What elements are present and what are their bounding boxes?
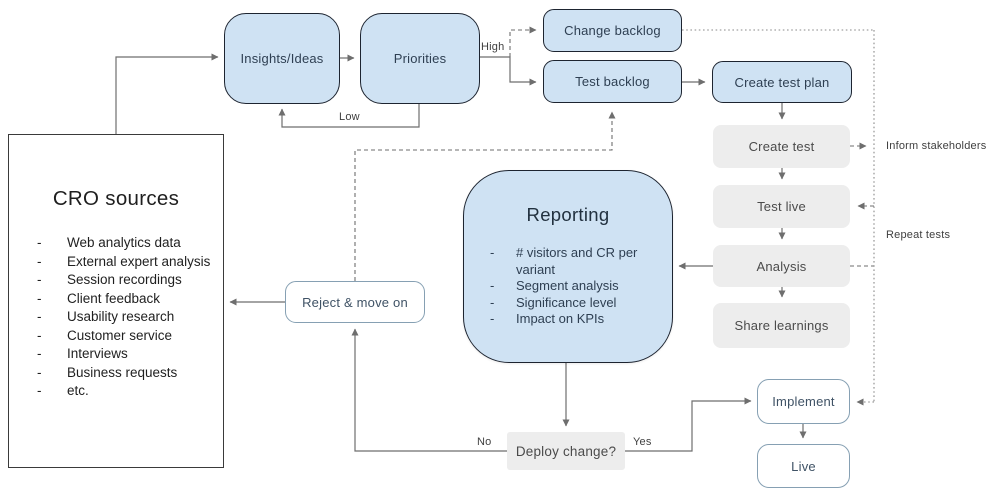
edge-label-high: High (481, 41, 505, 53)
node-share-learnings: Share learnings (713, 303, 850, 348)
list-item-text: Client feedback (67, 290, 161, 306)
edge-label-inform-stakeholders: Inform stakeholders (886, 140, 987, 152)
list-item-text: Web analytics data (67, 235, 181, 250)
list-item-text: Customer service (67, 327, 173, 343)
list-item-bullet: - (37, 364, 42, 380)
node-label: Insights/Ideas (240, 51, 324, 66)
node-analysis: Analysis (713, 245, 850, 287)
node-priorities: Priorities (360, 13, 480, 104)
cro-sources-panel: CRO sources - Web analytics data - External… (8, 134, 224, 468)
list-item: - Business requests (37, 364, 217, 383)
connector-cro-to-insights (115, 53, 219, 134)
list-item-bullet: - (490, 245, 495, 260)
node-label: Live (791, 458, 816, 474)
list-item: - Significance level (490, 295, 658, 312)
list-item-bullet: - (490, 311, 495, 326)
cro-sources-title: CRO sources (52, 187, 180, 210)
list-item-bullet: - (37, 327, 42, 343)
node-label: Share learnings (734, 318, 829, 333)
node-label: Create test (748, 139, 815, 154)
connector-high-to-change-backlog (509, 26, 537, 57)
node-label: Test backlog (575, 74, 650, 89)
list-item-bullet: - (37, 272, 42, 287)
list-item: - Session recordings (37, 271, 217, 290)
list-item-text: Usability research (67, 309, 175, 324)
list-item-text: Segment analysis (516, 278, 619, 293)
reporting-list: - # visitors and CR per variant - Segment a… (464, 245, 672, 328)
edge-label-repeat-tests: Repeat tests (886, 229, 951, 241)
node-reject-move-on: Reject & move on (285, 281, 425, 323)
node-label: Change backlog (564, 23, 661, 38)
list-item-bullet: - (37, 383, 42, 398)
list-item-text: etc. (67, 383, 89, 398)
list-item: - Segment analysis (490, 278, 658, 295)
list-item-bullet: - (37, 346, 42, 361)
node-label: Reject & move on (302, 294, 408, 310)
list-item-bullet: - (490, 294, 495, 310)
list-item-text: External expert analysis (67, 253, 211, 269)
node-insights-ideas: Insights/Ideas (224, 13, 340, 104)
list-item-bullet: - (490, 278, 495, 293)
reporting-title: Reporting (526, 204, 610, 225)
node-label: Deploy change? (515, 443, 617, 459)
list-item: - # visitors and CR per variant (490, 245, 658, 278)
list-item-bullet: - (37, 290, 42, 306)
list-item-text: Business requests (67, 364, 178, 380)
node-test-live: Test live (713, 185, 850, 228)
list-item-bullet: - (37, 253, 42, 269)
list-item: - Client feedback (37, 290, 217, 309)
list-item: - etc. (37, 382, 217, 401)
list-item: - External expert analysis (37, 253, 217, 272)
list-item: - Usability research (37, 308, 217, 327)
node-label: Priorities (393, 51, 447, 66)
edge-label-low: Low (339, 111, 360, 123)
node-label: Create test plan (734, 74, 830, 90)
node-change-backlog: Change backlog (543, 9, 682, 52)
node-live: Live (757, 444, 850, 488)
node-label: Test live (757, 199, 806, 214)
node-create-test-plan: Create test plan (712, 61, 852, 103)
list-item-text: # visitors and CR per variant (516, 245, 638, 277)
node-test-backlog: Test backlog (543, 60, 682, 103)
connector-priorities-to-test-backlog (480, 56, 537, 86)
node-implement: Implement (757, 379, 850, 424)
node-create-test: Create test (713, 125, 850, 168)
list-item: - Impact on KPIs (490, 311, 658, 328)
node-label: Analysis (756, 258, 807, 274)
edge-label-no: No (477, 436, 492, 448)
cro-sources-list: - Web analytics data - External expert anal… (9, 234, 223, 401)
list-item-text: Session recordings (67, 272, 182, 287)
list-item: - Web analytics data (37, 234, 217, 253)
edge-label-yes: Yes (633, 436, 652, 448)
list-item-bullet: - (37, 235, 42, 250)
node-label: Implement (772, 394, 835, 409)
list-item-text: Interviews (67, 346, 128, 361)
list-item: - Interviews (37, 345, 217, 364)
list-item: - Customer service (37, 327, 217, 346)
node-reporting: Reporting - # visitors and CR per variant… (463, 170, 673, 363)
list-item-text: Significance level (516, 294, 617, 310)
node-deploy-change: Deploy change? (507, 432, 625, 470)
list-item-bullet: - (37, 309, 42, 324)
list-item-text: Impact on KPIs (516, 311, 605, 326)
